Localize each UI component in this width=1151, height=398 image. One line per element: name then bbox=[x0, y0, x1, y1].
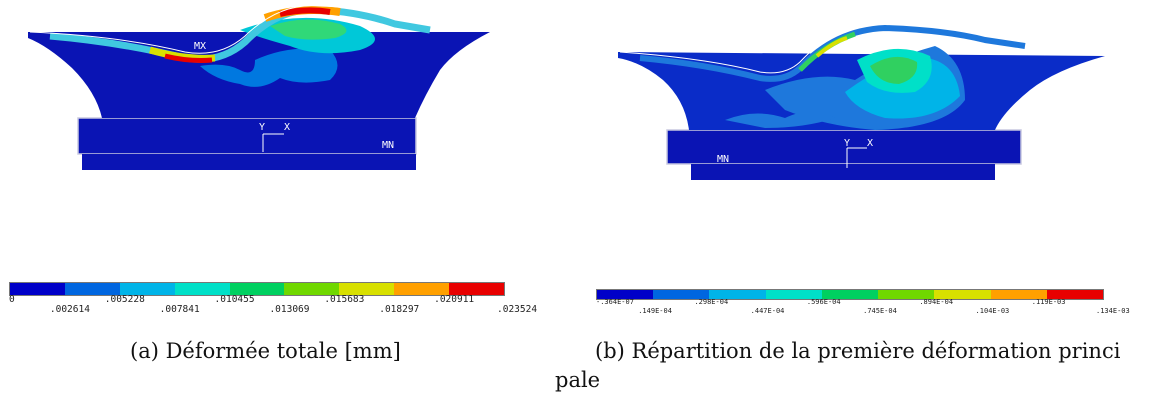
color-scale-a: 0 .002614 .005228 .007841 .010455 .013069 .015… bbox=[9, 282, 559, 316]
color-scale-tick-label: .894E-04 bbox=[919, 298, 954, 306]
color-scale-tick-label: .745E-04 bbox=[863, 307, 897, 315]
undeformed-outline bbox=[619, 21, 1106, 74]
membrane-band-yellow bbox=[815, 36, 848, 58]
color-scale-segment bbox=[229, 283, 285, 295]
base-foot bbox=[82, 154, 416, 170]
caption-b-line2: pale bbox=[555, 368, 601, 392]
triad-axes bbox=[846, 147, 867, 168]
color-scale-segment bbox=[339, 283, 395, 295]
max-marker: MX bbox=[194, 41, 206, 52]
color-scale-tick-label: .298E-04 bbox=[694, 298, 729, 306]
axis-y-label: Y bbox=[844, 138, 850, 149]
color-scale-tick-label: .023524 bbox=[497, 304, 538, 315]
triad-axes bbox=[262, 133, 284, 152]
color-scale-segment bbox=[394, 283, 449, 295]
color-scale-tick-label: .149E-04 bbox=[638, 307, 672, 315]
color-scale-segment bbox=[10, 283, 65, 295]
color-scale-tick-label: .007841 bbox=[159, 304, 200, 315]
color-scale-segment bbox=[119, 283, 175, 295]
color-scale-tick-label: .013069 bbox=[269, 304, 310, 315]
figure-a: MX MN Y X 0 .002614 .005228 .007841 .010455.… bbox=[0, 0, 560, 398]
color-scale-segment bbox=[284, 283, 340, 295]
color-scale-tick-label: .447E-04 bbox=[750, 307, 785, 315]
undeformed-outline bbox=[29, 5, 491, 54]
color-scale-tick-label: .018297 bbox=[379, 304, 420, 315]
color-scale-bar bbox=[9, 282, 505, 296]
color-scale-segment bbox=[990, 290, 1047, 299]
color-scale-tick-label: 0 bbox=[9, 294, 15, 305]
figure-b: MN Y X -.364E-07 .149E-04 .298E-04 .447E-04… bbox=[555, 0, 1151, 398]
color-scale-segment bbox=[934, 290, 991, 299]
deformed-membrane bbox=[49, 6, 431, 63]
min-marker: MN bbox=[382, 140, 394, 151]
color-scale-tick-label: .015683 bbox=[324, 294, 365, 305]
color-scale-bar bbox=[596, 289, 1104, 300]
color-scale-tick-label: .020911 bbox=[434, 294, 475, 305]
color-scale-tick-label: .104E-03 bbox=[975, 307, 1010, 315]
axis-x-label: X bbox=[284, 122, 290, 133]
contour-region-lower bbox=[725, 111, 835, 128]
color-scale-tick-label: .119E-03 bbox=[1031, 298, 1066, 306]
color-scale-tick-label: -.364E-07 bbox=[596, 298, 634, 306]
color-scale-segment bbox=[653, 290, 710, 299]
color-scale-tick-label: .134E-03 bbox=[1096, 307, 1130, 315]
membrane-band-red-top bbox=[279, 7, 331, 17]
caption-b-line1: (b) Répartition de la première déformati… bbox=[595, 339, 1121, 363]
color-scale-b: -.364E-07 .149E-04 .298E-04 .447E-04 .596E-0… bbox=[596, 289, 1151, 319]
color-scale-tick-label: .010455 bbox=[214, 294, 255, 305]
color-scale-segment bbox=[1046, 290, 1103, 299]
base-ring bbox=[77, 117, 417, 155]
min-marker: MN bbox=[717, 154, 729, 165]
contour-region-high bbox=[870, 56, 918, 84]
contour-region-low bbox=[200, 48, 338, 87]
color-scale-tick-label: .002614 bbox=[49, 304, 90, 315]
contour-region-midhigh bbox=[270, 19, 347, 40]
color-scale-segment bbox=[174, 283, 230, 295]
fea-plot-principal-strain: MN Y X bbox=[618, 21, 1106, 180]
axis-x-label: X bbox=[867, 138, 873, 149]
base-foot bbox=[691, 164, 995, 180]
color-scale-tick-label: .596E-04 bbox=[806, 298, 841, 306]
color-scale-segment bbox=[821, 290, 879, 299]
color-scale-segment bbox=[878, 290, 935, 299]
axis-y-label: Y bbox=[259, 122, 265, 133]
caption-a: (a) Déformée totale [mm] bbox=[130, 339, 401, 363]
color-scale-segment bbox=[597, 290, 654, 299]
color-scale-segment bbox=[765, 290, 822, 299]
color-scale-segment bbox=[709, 290, 766, 299]
membrane-band-red-low bbox=[164, 53, 213, 63]
color-scale-segment bbox=[449, 283, 504, 295]
color-scale-tick-label: .005228 bbox=[104, 294, 145, 305]
fea-plot-total-deformation: MX MN Y X bbox=[28, 5, 491, 170]
color-scale-segment bbox=[64, 283, 120, 295]
